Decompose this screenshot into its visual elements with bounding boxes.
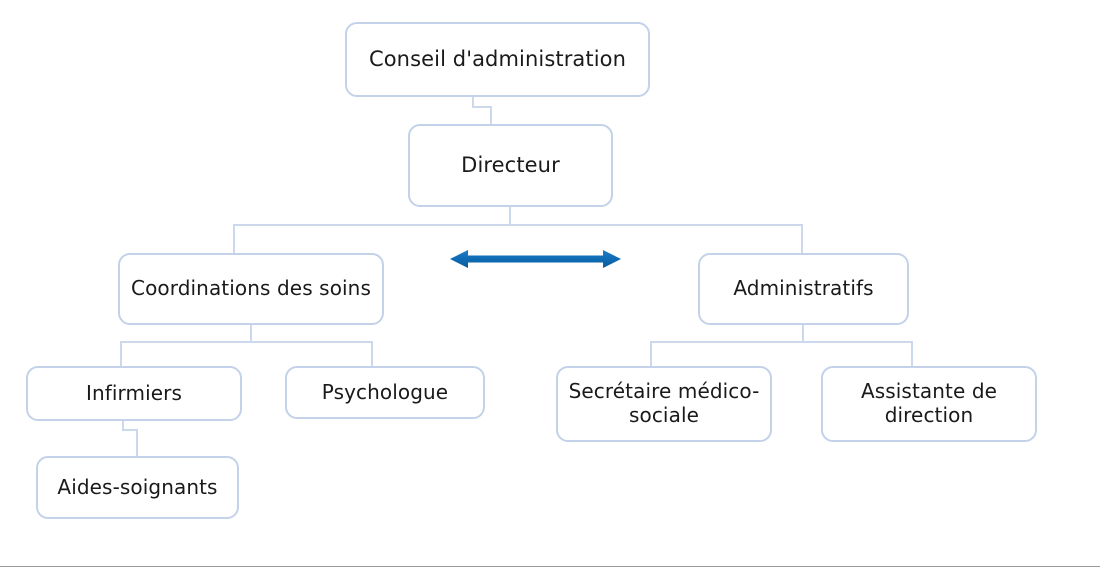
connector-assistante-riser	[911, 341, 913, 367]
connector-administratifs-drop	[802, 325, 804, 343]
node-label-psychologue: Psychologue	[321, 379, 449, 404]
connector-infirmiers-riser	[120, 341, 122, 367]
bottom-divider	[0, 566, 1100, 567]
node-coordinations-des-soins[interactable]: Coordinations des soins	[118, 253, 384, 325]
node-label-administratifs: Administratifs	[733, 276, 874, 301]
connector-conseil-stem	[472, 97, 474, 108]
connector-directeur-drop	[509, 207, 511, 226]
connector-directeur-stem	[490, 106, 492, 126]
node-aides-soignants[interactable]: Aides-soignants	[36, 456, 239, 519]
node-label-aides-soignants: Aides-soignants	[57, 474, 218, 499]
node-label-assistante: Assistante de direction	[860, 379, 998, 427]
connector-secretaire-riser	[650, 341, 652, 367]
connector-conseil-jog	[472, 106, 492, 108]
connector-aides-stem	[136, 429, 138, 458]
connector-level2-bar	[233, 224, 803, 226]
node-directeur[interactable]: Directeur	[408, 124, 613, 207]
node-infirmiers[interactable]: Infirmiers	[26, 366, 242, 421]
connector-coordinations-riser	[233, 224, 235, 254]
node-secretaire-medico-sociale[interactable]: Secrétaire médico- sociale	[556, 366, 772, 442]
connector-psychologue-riser	[371, 341, 373, 367]
node-label-directeur: Directeur	[461, 153, 560, 178]
node-psychologue[interactable]: Psychologue	[285, 366, 485, 419]
connector-infirmiers-jog	[122, 429, 138, 431]
connector-administratifs-riser	[801, 224, 803, 254]
node-administratifs[interactable]: Administratifs	[698, 253, 909, 325]
connector-administratifs-bar	[650, 341, 913, 343]
node-label-conseil: Conseil d'administration	[368, 47, 627, 72]
double-headed-arrow-icon	[450, 250, 621, 268]
node-label-coordinations: Coordinations des soins	[131, 276, 371, 301]
node-label-secretaire: Secrétaire médico- sociale	[568, 379, 760, 427]
connector-coordinations-drop	[250, 325, 252, 343]
node-label-infirmiers: Infirmiers	[85, 380, 183, 405]
node-conseil-administration[interactable]: Conseil d'administration	[345, 22, 650, 97]
node-assistante-de-direction[interactable]: Assistante de direction	[821, 366, 1037, 442]
connector-coordinations-bar	[120, 341, 373, 343]
connector-infirmiers-stem	[122, 421, 124, 431]
